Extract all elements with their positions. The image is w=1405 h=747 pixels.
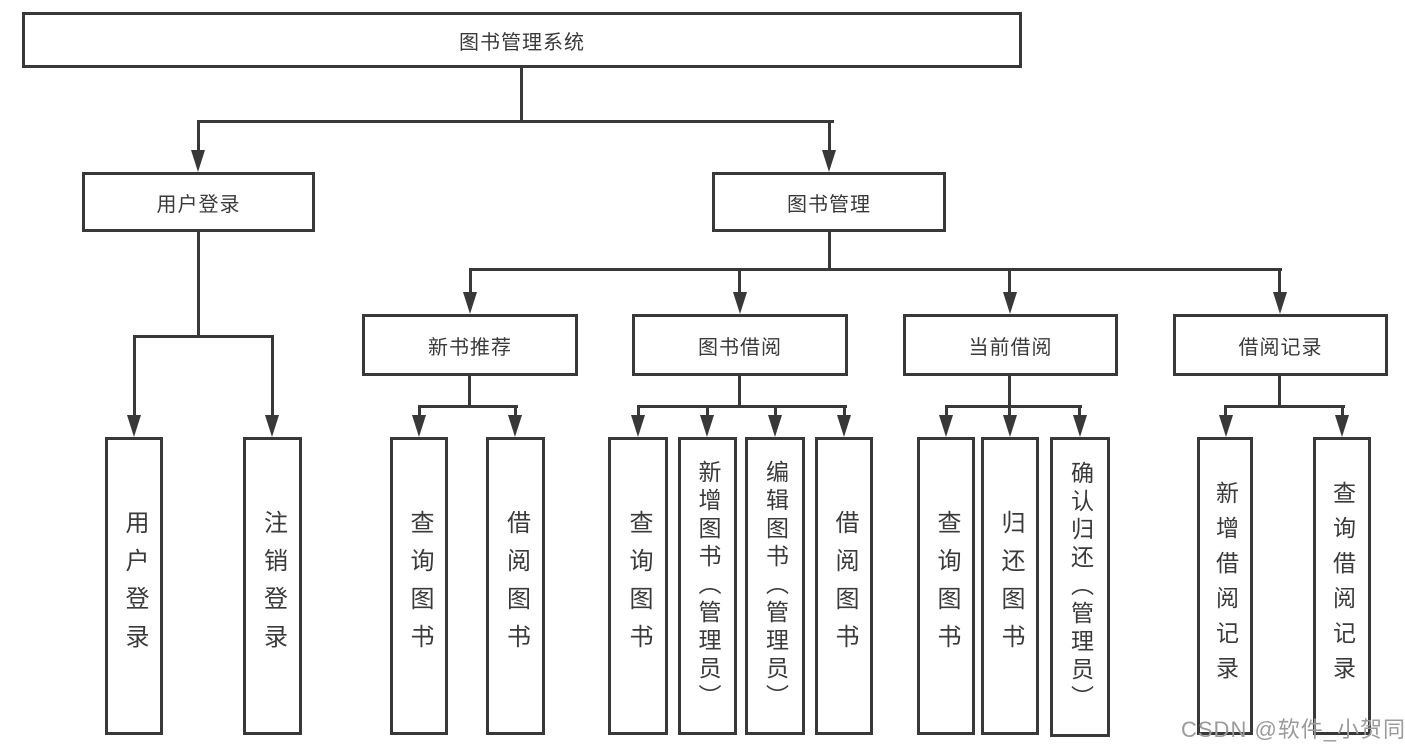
node-label: 图书管理 <box>787 193 871 216</box>
arrowhead-down-icon <box>1003 415 1017 437</box>
connector-line <box>133 335 136 416</box>
leaf-logout: 注销登录 <box>243 437 302 735</box>
leaf-label: 用户登录 <box>121 510 148 662</box>
connector-line <box>945 405 1082 408</box>
connector-line <box>1278 376 1281 407</box>
arrowhead-down-icon <box>508 415 522 437</box>
arrowhead-down-icon <box>1335 415 1349 437</box>
connector-line <box>133 335 274 338</box>
leaf-label: 确认归还（管理员） <box>1067 461 1094 713</box>
connector-line <box>520 68 523 122</box>
csdn-watermark: CSDN @软件_小贺同学 <box>1181 717 1405 742</box>
node-borrowing-records: 借阅记录 <box>1173 314 1388 376</box>
leaf-query-books-1: 查询图书 <box>390 437 448 735</box>
leaf-query-books-2: 查询图书 <box>608 437 668 735</box>
leaf-label: 借阅图书 <box>502 510 530 662</box>
connector-line <box>197 232 200 338</box>
arrowhead-down-icon <box>1219 415 1233 437</box>
leaf-add-borrow-record: 新增借阅记录 <box>1197 437 1253 735</box>
node-current-borrowing: 当前借阅 <box>903 314 1118 376</box>
connector-line <box>197 120 834 123</box>
arrowhead-down-icon <box>822 150 836 172</box>
connector-line <box>514 405 517 416</box>
arrowhead-down-icon <box>1003 292 1017 314</box>
connector-line <box>1078 405 1081 416</box>
connector-line <box>1224 405 1227 416</box>
leaf-label: 新增借阅记录 <box>1212 481 1239 691</box>
arrowhead-down-icon <box>700 415 714 437</box>
leaf-confirm-return-admin: 确认归还（管理员） <box>1050 437 1110 737</box>
leaf-borrow-books-2: 借阅图书 <box>815 437 873 735</box>
connector-line <box>1278 268 1281 293</box>
leaf-label: 借阅图书 <box>831 510 858 662</box>
leaf-label: 归还图书 <box>997 510 1024 662</box>
arrowhead-down-icon <box>768 415 782 437</box>
connector-line <box>774 405 777 416</box>
connector-line <box>469 268 472 293</box>
node-label: 新书推荐 <box>428 336 512 359</box>
arrowhead-down-icon <box>939 415 953 437</box>
arrowhead-down-icon <box>463 292 477 314</box>
arrowhead-down-icon <box>631 415 645 437</box>
arrowhead-down-icon <box>265 415 279 437</box>
leaf-user-login: 用户登录 <box>105 437 163 735</box>
connector-line <box>738 376 741 407</box>
arrowhead-down-icon <box>127 415 141 437</box>
node-new-book-recommend: 新书推荐 <box>362 314 578 376</box>
connector-line <box>1008 376 1011 407</box>
leaf-query-books-3: 查询图书 <box>917 437 975 735</box>
leaf-label: 查询借阅记录 <box>1329 481 1356 691</box>
node-label: 图书借阅 <box>698 336 782 359</box>
connector-line <box>1341 405 1344 416</box>
connector-line <box>1224 405 1345 408</box>
leaf-label: 查询图书 <box>625 510 652 662</box>
connector-line <box>418 405 421 416</box>
connector-line <box>418 405 518 408</box>
connector-line <box>197 120 200 151</box>
leaf-label: 新增图书（管理员） <box>695 460 721 712</box>
connector-line <box>1008 405 1011 416</box>
connector-line <box>945 405 948 416</box>
connector-line <box>468 376 471 407</box>
connector-line <box>828 232 831 271</box>
node-label: 借阅记录 <box>1238 336 1323 359</box>
connector-line <box>843 405 846 416</box>
connector-line <box>637 405 640 416</box>
connector-line <box>738 268 741 293</box>
connector-line <box>271 335 274 416</box>
node-label: 用户登录 <box>156 193 241 216</box>
leaf-label: 查询图书 <box>406 510 433 662</box>
arrowhead-down-icon <box>412 415 426 437</box>
leaf-edit-book-admin: 编辑图书（管理员） <box>745 437 805 735</box>
connector-line <box>706 405 709 416</box>
leaf-return-book: 归还图书 <box>981 437 1039 735</box>
leaf-label: 查询图书 <box>933 510 960 662</box>
leaf-borrow-books-1: 借阅图书 <box>486 437 545 735</box>
connector-line <box>828 120 831 151</box>
leaf-query-borrow-record: 查询借阅记录 <box>1313 437 1371 735</box>
node-library-management-system: 图书管理系统 <box>22 12 1022 68</box>
leaf-label: 编辑图书（管理员） <box>762 460 789 712</box>
node-label: 图书管理系统 <box>459 31 585 54</box>
arrowhead-down-icon <box>837 415 851 437</box>
node-book-borrowing: 图书借阅 <box>632 314 848 376</box>
connector-line <box>1008 268 1011 293</box>
arrowhead-down-icon <box>191 150 205 172</box>
arrowhead-down-icon <box>1073 415 1087 437</box>
arrowhead-down-icon <box>733 292 747 314</box>
arrowhead-down-icon <box>1273 292 1287 314</box>
node-label: 当前借阅 <box>968 336 1053 359</box>
connector-line <box>469 268 1282 271</box>
node-user-login: 用户登录 <box>82 172 315 232</box>
connector-line <box>637 405 847 408</box>
leaf-add-book-admin: 新增图书（管理员） <box>678 437 737 735</box>
node-book-management: 图书管理 <box>712 172 946 232</box>
leaf-label: 注销登录 <box>259 510 287 662</box>
